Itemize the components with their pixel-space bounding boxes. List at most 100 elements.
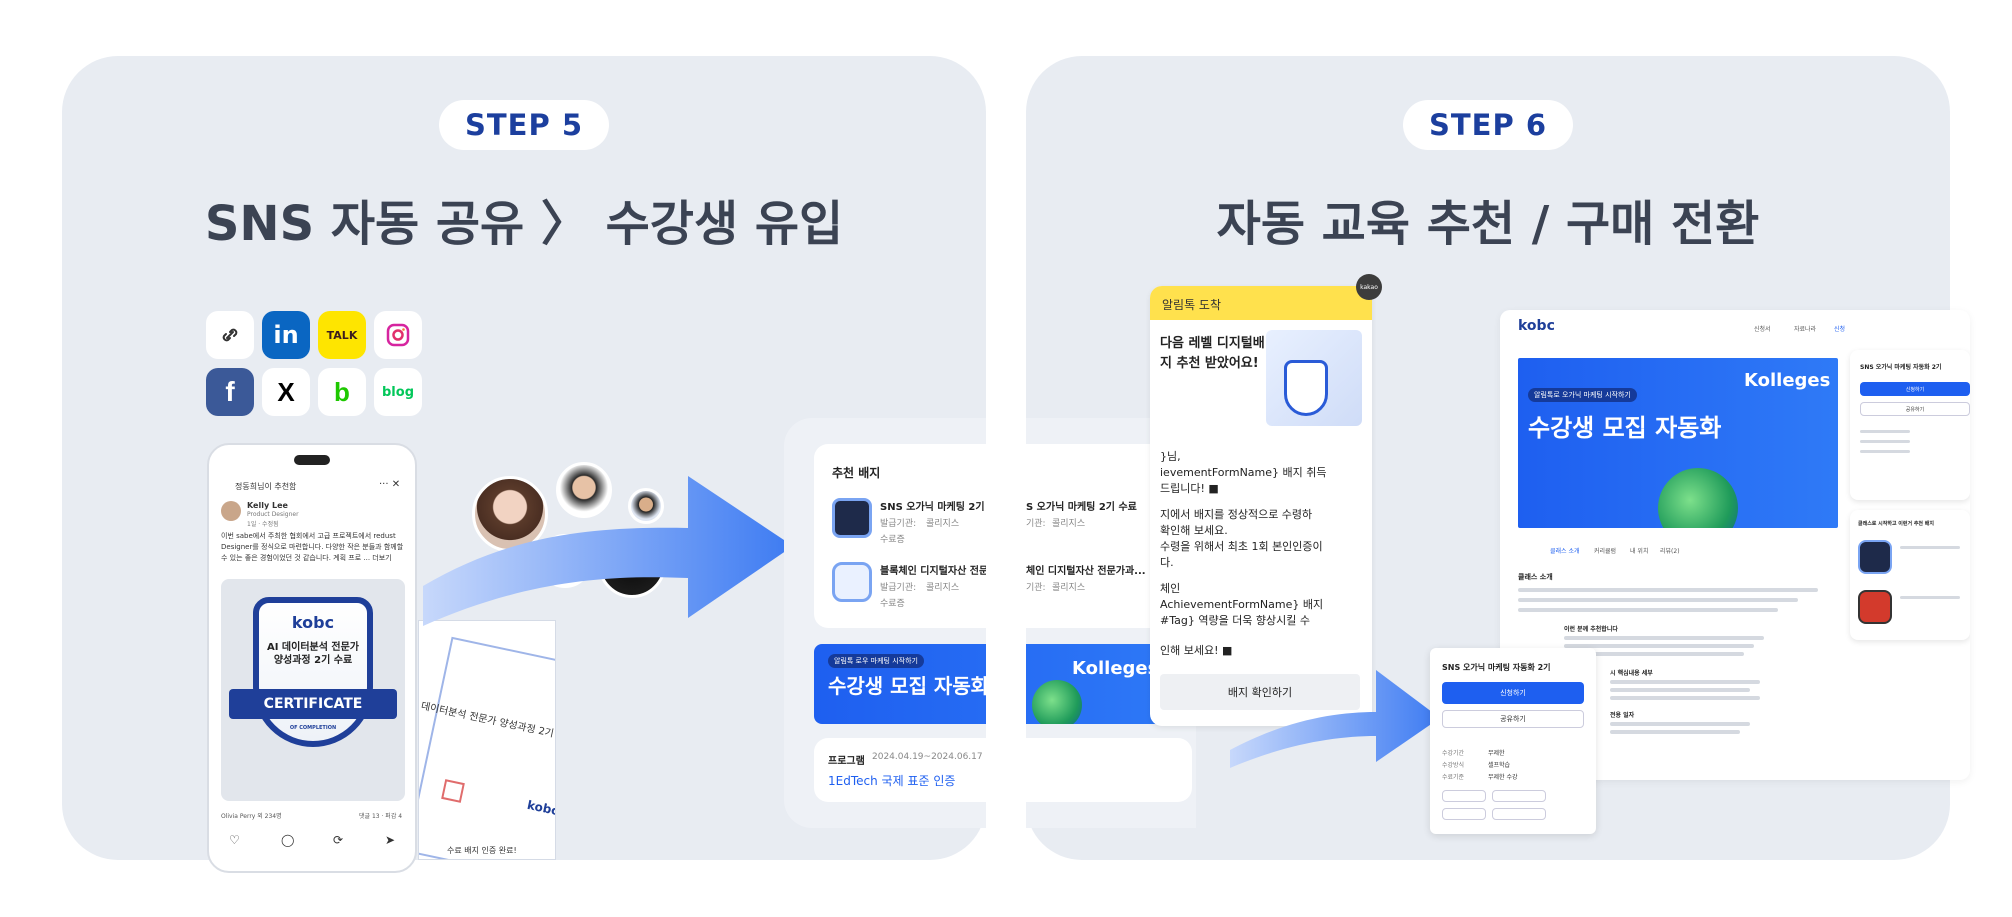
badge-ribbon-sub: OF COMPLETION — [289, 725, 337, 731]
rec-banner-logo: Kolleges — [1072, 658, 1159, 679]
web-section-title: 클래스 소개 — [1518, 573, 1553, 581]
web-text-line — [1564, 636, 1764, 640]
notif-mini-shield — [1284, 360, 1328, 416]
web-side-share-button[interactable]: 공유하기 — [1860, 402, 1970, 416]
rec-item-2-name[interactable]: 블록체인 디지털자산 전문가과 — [880, 566, 986, 577]
web-tab-4[interactable]: 리뷰(2) — [1660, 548, 1680, 555]
linkedin-icon[interactable]: in — [262, 311, 310, 359]
send-icon[interactable]: ➤ — [385, 833, 396, 847]
comment-icon[interactable]: ◯ — [281, 833, 295, 847]
popup-chip[interactable] — [1442, 790, 1486, 802]
web-text-line — [1900, 546, 1960, 549]
popup-apply-button[interactable]: 신청하기 — [1442, 682, 1584, 704]
web-text-line — [1610, 688, 1750, 692]
notif-body-4: 지에서 배지를 정상적으로 수령하 — [1160, 508, 1313, 521]
comments-count: 댓글 13 · 퍼감 4 — [359, 813, 403, 820]
paper-bottom: 수료 배지 인증 완료! — [447, 846, 517, 855]
popup-share-button[interactable]: 공유하기 — [1442, 710, 1584, 728]
web-banner[interactable]: 알림톡로 오가닉 마케팅 시작하기 수강생 모집 자동화 Kolleges — [1518, 358, 1838, 528]
badge-title: AI 데이터분석 전문가 양성과정 2기 수료 — [266, 642, 360, 666]
web-nav-3[interactable]: 신청 — [1834, 326, 1846, 333]
web-side2-title: 클래스로 시작하고 이런거 추천 배지 — [1858, 521, 1934, 527]
notif-body-5: 확인해 보세요. — [1160, 524, 1228, 537]
web-side-card: SNS 오가닉 마케팅 자동화 2기 신청하기 공유하기 — [1850, 350, 1970, 500]
popup-chip[interactable] — [1442, 808, 1486, 820]
paper-stamp — [441, 779, 465, 803]
rec-card-clip-left: 추천 배지 SNS 오가닉 마케팅 2기 수료 발급기관: 콜리지스 수료증 블… — [784, 418, 986, 828]
web-text-line — [1860, 450, 1910, 453]
paper-certificate: 데이터분석 전문가 양성과정 2기 수료 kobc 수료 배지 인증 완료! — [418, 620, 556, 860]
rec-badge-2-icon — [832, 562, 872, 602]
rec-item-2-issuer: 콜리지스 — [926, 583, 960, 593]
web-tab-2[interactable]: 커리큘럼 — [1594, 548, 1617, 555]
notif-body-1: }님, — [1160, 450, 1181, 463]
instagram-glyph — [386, 323, 410, 347]
web-tab-1[interactable]: 클래스 소개 — [1550, 548, 1580, 555]
rec-title: 추천 배지 — [832, 466, 881, 480]
web-text-line — [1860, 440, 1910, 443]
popup-row-2-label: 수강방식 — [1442, 762, 1465, 769]
author-time: 1일 · 수정됨 — [247, 521, 279, 528]
web-text-line — [1610, 680, 1760, 684]
web-sub-1: 이런 분께 추천합니다 — [1564, 626, 1618, 633]
phone-notch — [294, 455, 330, 465]
band-icon[interactable]: b — [318, 368, 366, 416]
flow-arrow-step6 — [1230, 670, 1440, 768]
popup-row-3-label: 수료기준 — [1442, 774, 1465, 781]
popup-chip[interactable] — [1492, 808, 1546, 820]
rec-item-2-status: 수료증 — [880, 599, 905, 609]
repost-icon[interactable]: ⟳ — [333, 833, 344, 847]
certificate-badge: kobc AI 데이터분석 전문가 양성과정 2기 수료 CERTIFICATE… — [221, 579, 405, 801]
web-sub-2: 시 핵심내용 세부 — [1610, 670, 1653, 677]
rec-item-1-issuer-right: 콜리지스 — [1052, 519, 1086, 529]
web-banner-small: 알림톡로 오가닉 마케팅 시작하기 — [1528, 388, 1637, 402]
web-nav-1[interactable]: 신청서 — [1754, 326, 1771, 333]
flow-arrow-step5 — [423, 476, 793, 626]
rec-item-1-name-right[interactable]: S 오가닉 마케팅 2기 수료 — [1026, 502, 1137, 513]
rec-banner-small: 알림톡 로우 마케팅 시작하기 — [828, 654, 924, 668]
author-role: Product Designer — [247, 511, 299, 518]
facebook-icon[interactable]: f — [206, 368, 254, 416]
program-date: 2024.04.19~2024.06.17 — [872, 752, 983, 762]
web-side2-badge-1-icon — [1858, 540, 1892, 574]
rec-program-right[interactable] — [1026, 738, 1192, 802]
web-sub-3: 전용 일자 — [1610, 712, 1635, 719]
kakao-notification: 알림톡 도착 다음 레벨 디지털배지 추천 받았어요! }님, ievement… — [1150, 286, 1372, 726]
reactions: Olivia Perry 외 234명 — [221, 813, 282, 820]
popup-chip[interactable] — [1492, 790, 1546, 802]
web-text-line — [1900, 596, 1960, 599]
notif-title: 다음 레벨 디지털배지 추천 받았어요! — [1160, 336, 1265, 371]
badge-shield: kobc AI 데이터분석 전문가 양성과정 2기 수료 — [253, 597, 373, 747]
rec-program[interactable]: 프로그램 2024.04.19~2024.06.17 1EdTech 국제 표준… — [814, 738, 986, 802]
rec-item-1-name[interactable]: SNS 오가닉 마케팅 2기 수료 — [880, 502, 986, 513]
like-icon[interactable]: ♡ — [229, 833, 240, 847]
web-logo[interactable]: kobc — [1518, 318, 1555, 334]
blog-icon[interactable]: blog — [374, 368, 422, 416]
more-icon[interactable]: ··· ✕ — [379, 479, 401, 490]
web-nav-2[interactable]: 자료나라 — [1794, 326, 1817, 333]
web-text-line — [1564, 644, 1754, 648]
purchase-popup: SNS 오가닉 마케팅 자동화 2기 신청하기 공유하기 수강기간 무제한 수강… — [1430, 648, 1596, 834]
notif-body-10: #Tag} 역량을 더욱 향상시킬 수 — [1160, 614, 1311, 627]
web-tab-3[interactable]: 내 위치 — [1630, 548, 1649, 555]
instagram-icon[interactable] — [374, 311, 422, 359]
paper-border — [419, 636, 555, 859]
rec-item-2-name-right[interactable]: 체인 디지털자산 전문가과... — [1026, 566, 1146, 577]
kakaotalk-icon[interactable]: TALK — [318, 311, 366, 359]
phone-mockup: 정동희님이 추천함 ··· ✕ Kelly Lee Product Design… — [207, 443, 417, 873]
rec-banner-title: 수강생 모집 자동화 — [828, 674, 986, 698]
web-side-title: SNS 오가닉 마케팅 자동화 2기 — [1860, 364, 1942, 371]
web-side-apply-button[interactable]: 신청하기 — [1860, 382, 1970, 396]
notif-body-8: 체인 — [1160, 582, 1181, 595]
link-icon[interactable] — [206, 311, 254, 359]
notif-body-3: 드립니다! ■ — [1160, 482, 1219, 495]
rec-item-1-issuer-label: 발급기관: — [880, 519, 917, 529]
step6-title: 자동 교육 추천 / 구매 전환 — [1216, 196, 1760, 252]
program-name: 1EdTech 국제 표준 인증 — [828, 774, 956, 788]
rec-banner[interactable]: 알림톡 로우 마케팅 시작하기 수강생 모집 자동화 — [814, 644, 986, 724]
x-icon[interactable]: X — [262, 368, 310, 416]
web-text-line — [1518, 588, 1818, 592]
rec-item-1-issuer-label-right: 기관: — [1026, 519, 1046, 529]
notif-cta[interactable]: 배지 확인하기 — [1160, 674, 1360, 710]
badge-brand: kobc — [291, 613, 335, 632]
